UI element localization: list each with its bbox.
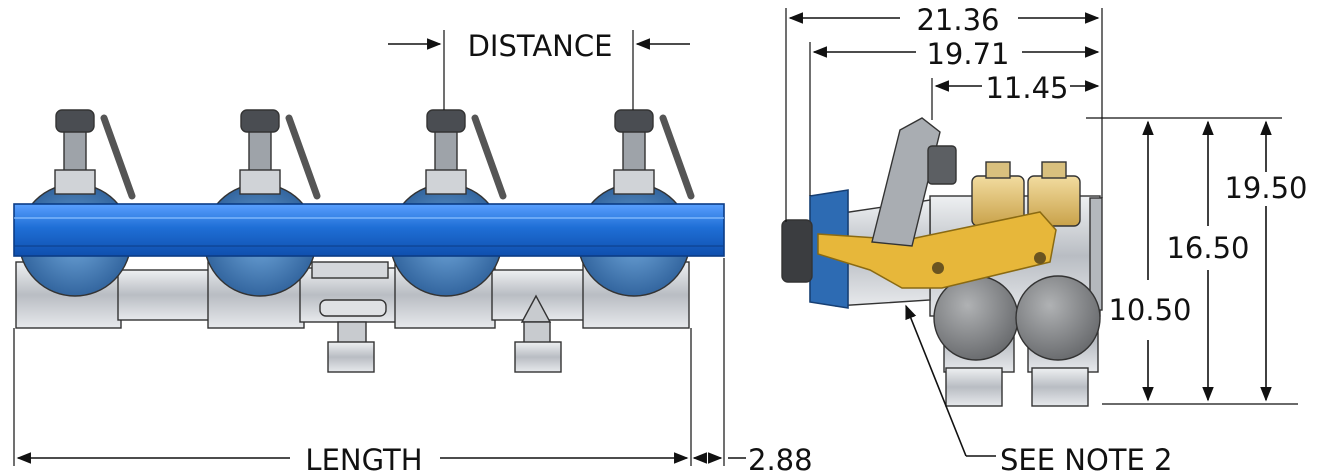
see-note-label: SEE NOTE 2 xyxy=(1000,443,1173,473)
distance-dimension: DISTANCE xyxy=(388,29,690,110)
dim-11-45: 11.45 xyxy=(985,71,1068,105)
outlet-pipes xyxy=(327,294,562,373)
blue-manifold-bar xyxy=(13,203,725,257)
dim-19-50: 19.50 xyxy=(1224,171,1307,205)
gray-disks xyxy=(933,275,1101,361)
valve-actuator-3 xyxy=(389,109,507,297)
dim-16-50: 16.50 xyxy=(1166,231,1249,265)
side-lever xyxy=(871,117,957,247)
length-dimension: LENGTH 2.88 xyxy=(13,258,813,473)
valve-actuator-4 xyxy=(577,109,695,297)
dim-19-71: 19.71 xyxy=(926,37,1009,71)
dim-10-50: 10.50 xyxy=(1108,293,1191,327)
horizontal-dimensions: 21.36 19.71 11.45 xyxy=(785,3,1103,222)
yellow-bracket xyxy=(817,211,1057,289)
front-view: DISTANCE LENGTH 2.88 xyxy=(13,29,813,473)
side-view: 21.36 19.71 11.45 10.50 16.50 19.50 xyxy=(781,3,1308,473)
dim-21-36: 21.36 xyxy=(916,3,999,37)
valve-actuator-1 xyxy=(18,109,136,297)
valve-actuator-2 xyxy=(203,109,321,297)
see-note-leader: SEE NOTE 2 xyxy=(905,304,1173,473)
distance-label: DISTANCE xyxy=(468,29,613,63)
offset-label: 2.88 xyxy=(748,443,813,473)
length-label: LENGTH xyxy=(305,443,422,473)
vertical-dimensions: 10.50 16.50 19.50 xyxy=(1086,117,1308,405)
